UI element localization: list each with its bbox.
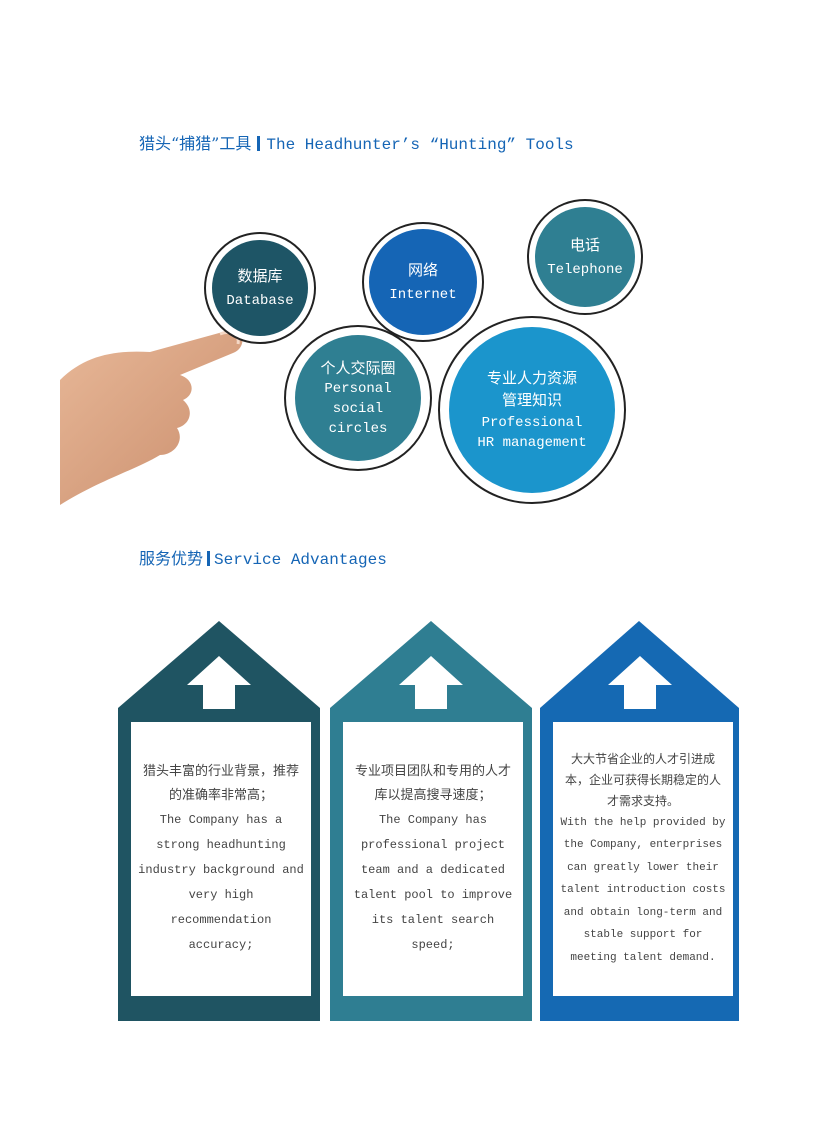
advantage-zh: 专业项目团队和专用的人才库以提高搜寻速度；: [354, 764, 511, 803]
tool-label-en: Professional HR management: [477, 415, 587, 451]
advantages-heading-en: Service Advantages: [214, 551, 387, 569]
advantage-card: 大大节省企业的人才引进成本，企业可获得长期稳定的人才需求支持。 With the …: [540, 621, 739, 1021]
tools-heading-en: The Headhunter’s “Hunting” Tools: [266, 136, 574, 154]
tool-label-zh: 数据库: [237, 267, 283, 285]
tool-label-zh: 专业人力资源管理知识: [486, 369, 577, 409]
advantage-card: 专业项目团队和专用的人才库以提高搜寻速度； The Company has pro…: [330, 621, 532, 1021]
tool-label-en: Telephone: [547, 262, 623, 278]
advantages-heading-zh: 服务优势: [139, 549, 204, 568]
up-arrow-icon: [608, 656, 672, 709]
tool-label-zh: 电话: [569, 236, 600, 254]
tools-heading-zh: 猎头“捕猎”工具: [139, 134, 252, 153]
advantage-en: With the help provided by the Company, e…: [560, 816, 726, 964]
advantage-card: 猎头丰富的行业背景，推荐的准确率非常高； The Company has a st…: [118, 621, 320, 1021]
tool-label-en: Personal social circles: [324, 381, 392, 437]
tool-internet: 网络 Internet: [362, 222, 484, 342]
tool-telephone: 电话 Telephone: [527, 199, 643, 315]
tool-label-en: Database: [226, 293, 294, 309]
divider-bar: [257, 136, 261, 151]
advantage-zh: 大大节省企业的人才引进成本，企业可获得长期稳定的人才需求支持。: [564, 751, 721, 808]
tool-personal-circles: 个人交际圈 Personal social circles: [284, 325, 432, 471]
pointing-hand-image: [60, 329, 243, 505]
tool-label-zh: 网络: [407, 261, 438, 279]
tools-heading: 猎头“捕猎”工具 The Headhunter’s “Hunting” Tools: [139, 130, 574, 154]
advantages-heading: 服务优势 Service Advantages: [139, 545, 387, 569]
tool-label-zh: 个人交际圈: [320, 359, 396, 377]
tool-label-en: Internet: [389, 287, 457, 303]
up-arrow-icon: [399, 656, 463, 709]
advantage-zh: 猎头丰富的行业背景，推荐的准确率非常高；: [142, 764, 299, 803]
tool-database: 数据库 Database: [204, 232, 316, 344]
divider-bar: [207, 551, 211, 566]
up-arrow-icon: [187, 656, 251, 709]
tool-hr-knowledge: 专业人力资源管理知识 Professional HR management: [438, 316, 626, 504]
advantage-en: The Company has a strong headhunting ind…: [138, 813, 304, 952]
advantage-en: The Company has professional project tea…: [353, 813, 513, 952]
